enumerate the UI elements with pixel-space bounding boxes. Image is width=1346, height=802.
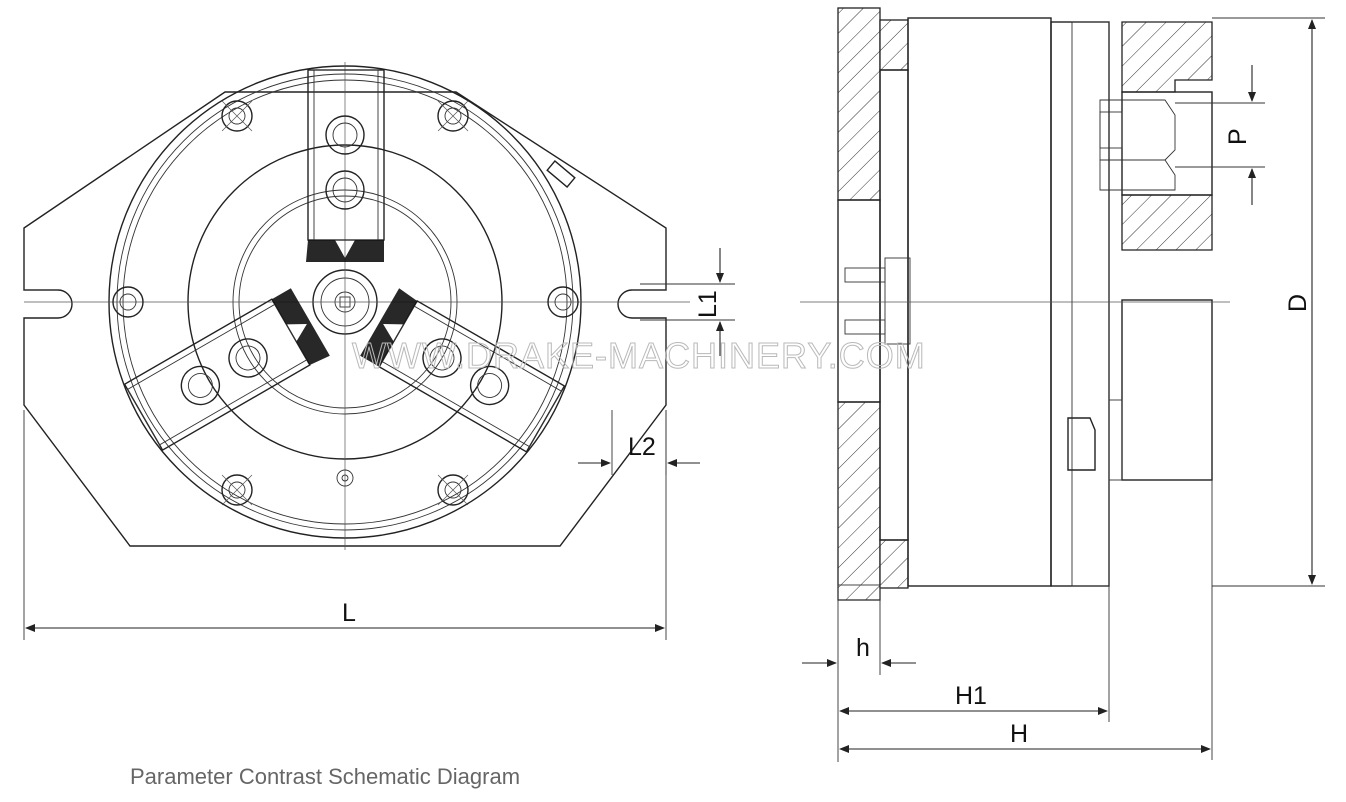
dim-label-L: L [342, 599, 356, 627]
dim-label-H1: H1 [955, 682, 987, 710]
watermark-text: WWW.DRAKE-MACHINERY.COM [352, 335, 926, 376]
mounting-bolts [112, 100, 579, 506]
side-view [800, 7, 1325, 762]
jaw-right [360, 288, 566, 453]
dim-label-H: H [1010, 720, 1028, 748]
diagram-caption: Parameter Contrast Schematic Diagram [130, 764, 521, 789]
front-view [23, 62, 735, 640]
dim-label-h: h [856, 634, 870, 662]
flange-upper [837, 7, 881, 201]
jaw-top [306, 69, 385, 262]
dim-label-L2: L2 [628, 433, 656, 461]
dim-label-P: P [1224, 128, 1252, 145]
dim-label-L1: L1 [694, 290, 722, 318]
jaw-left [123, 288, 330, 451]
base-plate-outline [23, 91, 667, 547]
flange-lower [837, 401, 881, 601]
dim-label-D: D [1284, 294, 1312, 312]
